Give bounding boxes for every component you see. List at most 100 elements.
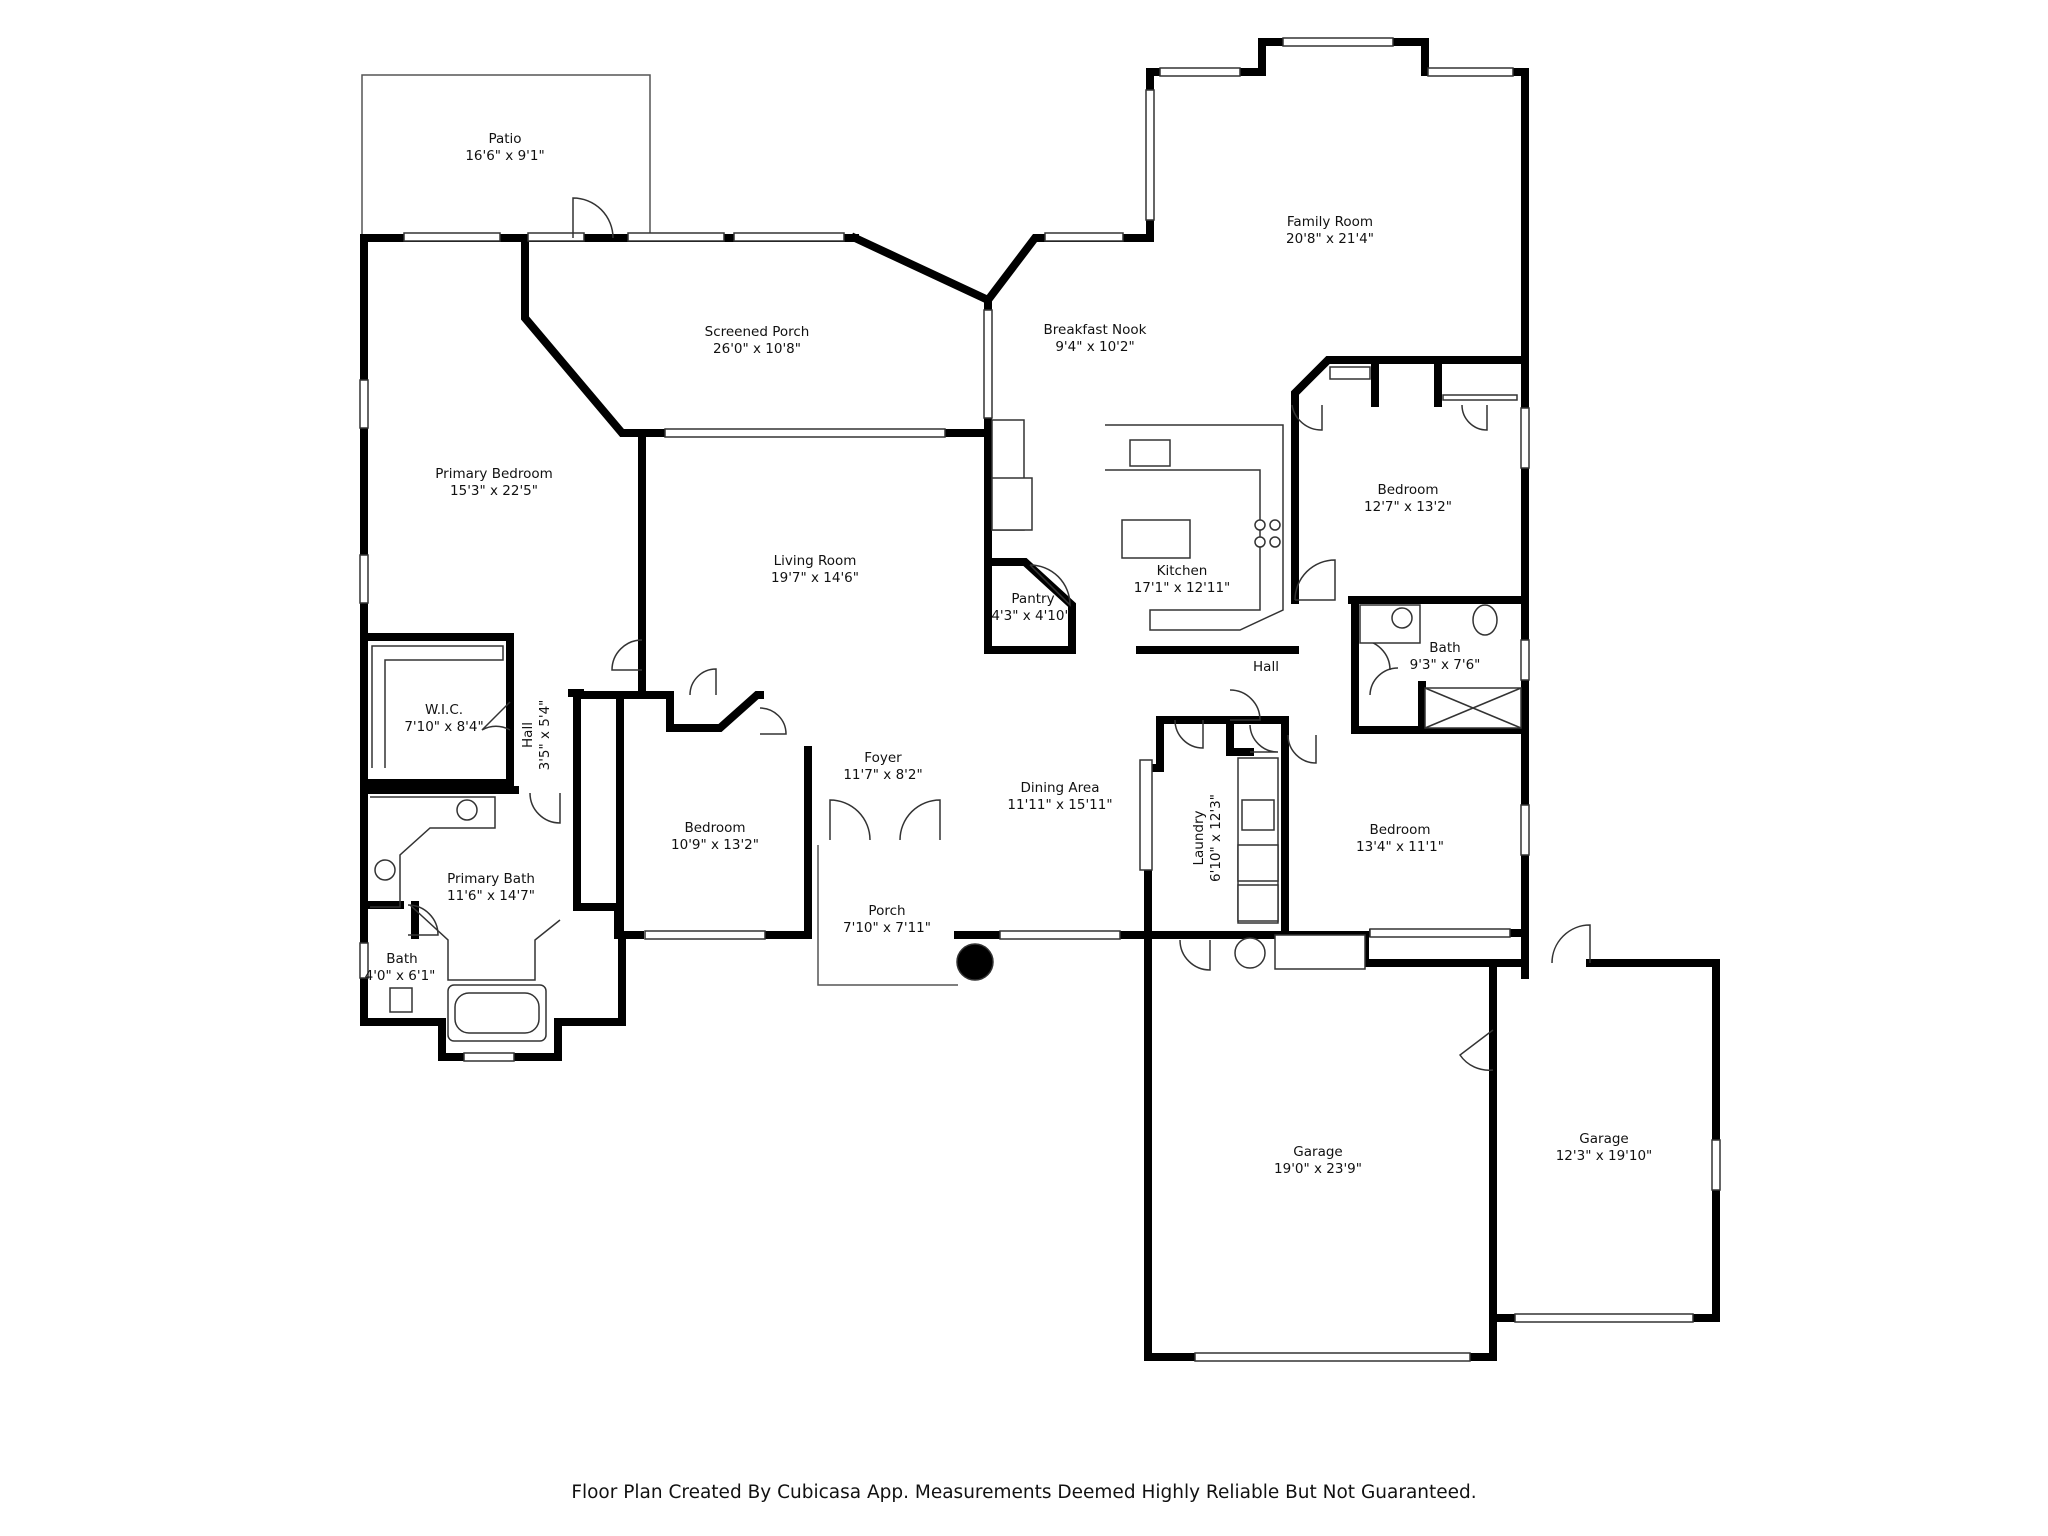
ne-bedroom-label: Bedroom	[1377, 482, 1438, 498]
se-bedroom-dims: 13'4" x 11'1"	[1356, 839, 1444, 855]
door-swing	[529, 792, 561, 824]
stove-burner	[1254, 519, 1266, 531]
window	[1427, 67, 1514, 77]
primary-bath-sink	[456, 799, 478, 821]
stove-burner	[1269, 519, 1281, 531]
patio-label: Patio	[488, 131, 521, 147]
laundry-sink	[1241, 799, 1275, 831]
small-bath-label: Bath	[386, 951, 417, 967]
stove-burner	[1269, 536, 1281, 548]
door-swing	[1249, 724, 1279, 753]
main-garage-dims: 19'0" x 23'9"	[1274, 1161, 1362, 1177]
window	[999, 930, 1121, 940]
side-garage-dims: 12'3" x 19'10"	[1556, 1148, 1653, 1164]
window	[403, 232, 501, 242]
hall-bath-toilet	[1472, 604, 1498, 636]
ne-bedroom-walls	[1291, 356, 1529, 604]
pantry-dims: 4'3" x 4'10"	[991, 608, 1070, 624]
door-swing	[1461, 404, 1488, 431]
door-swing	[1551, 924, 1591, 964]
door-swing	[1294, 559, 1336, 601]
window	[1369, 928, 1511, 938]
mid-bedroom-label: Bedroom	[684, 820, 745, 836]
thin-outlines	[361, 74, 958, 986]
foyer-dims: 11'7" x 8'2"	[843, 767, 922, 783]
wic-dims: 7'10" x 8'4"	[404, 719, 483, 735]
wic-shelves	[371, 645, 504, 768]
window	[1520, 639, 1530, 681]
window	[1520, 407, 1530, 469]
door-swing	[759, 707, 787, 735]
primary-bath-label: Primary Bath	[447, 871, 535, 887]
laundry-box	[1226, 716, 1254, 756]
storage-shelf	[1274, 934, 1366, 970]
closet-shelf	[1329, 366, 1371, 380]
window	[627, 232, 725, 242]
toilet	[389, 987, 413, 1013]
door-swing	[1458, 1029, 1494, 1071]
hall-bath-sink	[1391, 607, 1413, 629]
window	[1282, 37, 1394, 47]
window	[1514, 1313, 1694, 1323]
screened-porch-dims: 26'0" x 10'8"	[713, 341, 801, 357]
screened-porch-label: Screened Porch	[705, 324, 810, 340]
kitchen-dims: 17'1" x 12'11"	[1134, 580, 1231, 596]
floor-plan-credit: Floor Plan Created By Cubicasa App. Meas…	[571, 1482, 1477, 1503]
se-bedroom-label: Bedroom	[1369, 822, 1430, 838]
living-room-label: Living Room	[774, 553, 857, 569]
primary-bath-sink	[374, 859, 396, 881]
window	[1145, 89, 1155, 221]
washer	[1237, 844, 1279, 882]
side-garage-label: Garage	[1579, 1131, 1628, 1147]
window	[1044, 232, 1124, 242]
primary-bedroom-dims: 15'3" x 22'5"	[450, 483, 538, 499]
garage-east-upper	[1361, 931, 1497, 967]
door-swing	[407, 904, 439, 936]
chimney-column	[956, 943, 994, 981]
family-room-dims: 20'8" x 21'4"	[1286, 231, 1374, 247]
window	[359, 942, 369, 979]
laundry-dims: 6'10" x 12'3"	[1208, 794, 1224, 882]
living-room-dims: 19'7" x 14'6"	[771, 570, 859, 586]
breakfast-nook-dims: 9'4" x 10'2"	[1055, 339, 1134, 355]
door-swing	[1029, 564, 1071, 607]
patio-dims: 16'6" x 9'1"	[465, 148, 544, 164]
kitchen-west-wall	[984, 416, 1069, 654]
doors	[407, 197, 1591, 1071]
window	[664, 428, 946, 438]
mid-bedroom-north	[574, 691, 764, 732]
window	[1711, 1139, 1721, 1191]
garage-connector	[1489, 959, 1529, 979]
west-exterior-wall	[360, 234, 626, 1061]
patio-outline	[361, 74, 651, 238]
water-heater	[1234, 937, 1266, 969]
foyer-label: Foyer	[864, 750, 902, 766]
porch-dims: 7'10" x 7'11"	[843, 920, 931, 936]
dryer	[1237, 884, 1279, 922]
primary-bath-dims: 11'6" x 14'7"	[447, 888, 535, 904]
small-bath-dims: 4'0" x 6'1"	[365, 968, 436, 984]
primary-bath-alcove	[409, 904, 561, 981]
door-swing	[899, 799, 941, 841]
hall-bath-vanity	[1359, 604, 1421, 644]
hall-label: Hall	[1253, 659, 1279, 675]
window	[983, 309, 993, 419]
dining-area-label: Dining Area	[1021, 780, 1100, 796]
closet-shelf	[1442, 394, 1518, 401]
main-garage-label: Garage	[1293, 1144, 1342, 1160]
wic-label: W.I.C.	[425, 702, 463, 718]
north-wall-primary	[360, 234, 666, 437]
ne-bedroom-dims: 12'7" x 13'2"	[1364, 499, 1452, 515]
porch-angle-wall	[849, 232, 1154, 305]
primary-bath-south	[573, 903, 622, 939]
hall-bath-dims: 9'3" x 7'6"	[1410, 657, 1481, 673]
family-room-label: Family Room	[1287, 214, 1373, 230]
storage-bench	[1139, 759, 1153, 871]
door-swing	[611, 639, 643, 671]
door-swing	[1287, 734, 1317, 764]
kitchen-sink	[1129, 439, 1171, 467]
fixtures	[370, 366, 1522, 1042]
door-swing	[481, 701, 511, 731]
bathtub-inner	[454, 992, 540, 1034]
room-labels: Patio 16'6" x 9'1" Screened Porch 26'0" …	[365, 131, 1653, 1177]
